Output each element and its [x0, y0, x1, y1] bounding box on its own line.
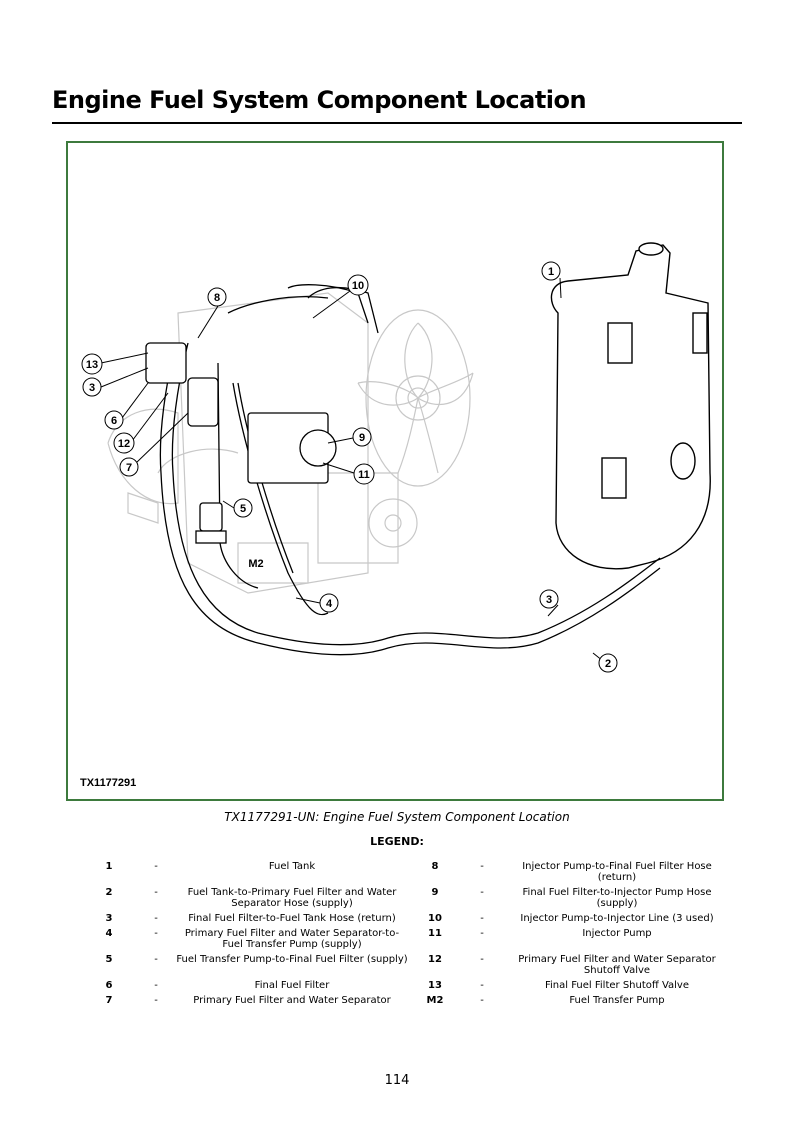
legend-description: Primary Fuel Filter and Water Separator-…	[184, 928, 400, 950]
svg-text:M2: M2	[248, 558, 263, 570]
legend-description: Fuel Tank	[268, 861, 316, 872]
figure-frame: 1 2 3 4 5	[66, 141, 724, 801]
legend-number: 8	[431, 861, 439, 872]
legend-dash: -	[154, 995, 158, 1006]
legend-dash: -	[154, 928, 158, 939]
svg-text:7: 7	[126, 462, 132, 474]
svg-text:1: 1	[548, 266, 554, 278]
legend-row: 1 - Fuel Tank 8 - Injector Pump-to-Final Fuel…	[82, 861, 732, 887]
callout-1: 1	[541, 261, 562, 299]
legend-row: 5 - Fuel Transfer Pump-to-Final Fuel Filte…	[82, 954, 732, 980]
legend-title: LEGEND:	[370, 835, 424, 848]
legend-dash: -	[480, 913, 484, 924]
callout-13: 13	[81, 352, 149, 375]
legend-dash: -	[154, 954, 158, 965]
callout-9: 9	[327, 427, 372, 447]
callout-5: 5	[222, 498, 253, 518]
fuel-tank-drawing	[550, 242, 711, 570]
figure-id-label: TX1177291	[80, 777, 137, 789]
legend-row: 2 - Fuel Tank-to-Primary Fuel Filter and W…	[82, 887, 732, 913]
legend-dash: -	[154, 861, 158, 872]
legend-dash: -	[480, 980, 484, 991]
legend-dash: -	[480, 995, 484, 1006]
svg-text:12: 12	[118, 438, 130, 450]
page-number: 114	[384, 1073, 410, 1088]
engine-fuel-system-illustration: 1 2 3 4 5	[81, 242, 711, 673]
svg-text:4: 4	[326, 598, 333, 610]
legend-number: 13	[428, 980, 442, 991]
legend-dash: -	[480, 887, 484, 898]
legend-number: 12	[428, 954, 442, 965]
callout-m2: M2	[248, 558, 263, 570]
legend-number: 4	[105, 928, 113, 939]
callout-6: 6	[104, 382, 149, 430]
legend-number: 7	[105, 995, 113, 1006]
page-title: Engine Fuel System Component Location	[52, 86, 587, 114]
svg-text:8: 8	[214, 292, 220, 304]
svg-text:3: 3	[546, 594, 552, 606]
legend-row: 4 - Primary Fuel Filter and Water Separato…	[82, 928, 732, 954]
svg-text:11: 11	[358, 469, 370, 481]
legend-body: 1 - Fuel Tank 8 - Injector Pump-to-Final Fuel…	[82, 861, 732, 1010]
legend-number: 11	[428, 928, 442, 939]
callout-11: 11	[322, 462, 375, 485]
legend-row: 3 - Final Fuel Filter-to-Fuel Tank Hose (r…	[82, 913, 732, 928]
legend-dash: -	[480, 954, 484, 965]
figure-caption: TX1177291-UN: Engine Fuel System Compone…	[224, 810, 570, 824]
legend-number: M2	[426, 995, 444, 1006]
legend-number: 3	[105, 913, 113, 924]
callout-3-left: 3	[82, 367, 149, 397]
filters-and-pump	[145, 342, 337, 544]
legend-row: 7 - Primary Fuel Filter and Water Separato…	[82, 995, 732, 1010]
legend-row: 6 - Final Fuel Filter 13 - Final Fuel Filter …	[82, 980, 732, 995]
legend-dash: -	[154, 887, 158, 898]
callout-8: 8	[197, 287, 227, 339]
legend-number: 1	[105, 861, 113, 872]
svg-text:3: 3	[89, 382, 95, 394]
legend-description: Final Fuel Filter-to-Injector Pump Hose …	[522, 887, 712, 909]
legend-description: Injector Pump	[582, 928, 652, 939]
callout-2: 2	[592, 652, 618, 673]
legend-number: 9	[431, 887, 439, 898]
legend-table: 1 - Fuel Tank 8 - Injector Pump-to-Final Fuel…	[82, 861, 732, 1010]
legend-dash: -	[480, 861, 484, 872]
legend-description: Primary Fuel Filter and Water Separator	[193, 995, 391, 1006]
legend-number: 10	[428, 913, 442, 924]
svg-text:13: 13	[86, 359, 98, 371]
svg-text:9: 9	[359, 432, 365, 444]
legend-description: Fuel Transfer Pump-to-Final Fuel Filter …	[176, 954, 408, 965]
callout-3: 3	[539, 589, 559, 617]
callout-12: 12	[113, 392, 169, 454]
legend-description: Primary Fuel Filter and Water Separator …	[518, 954, 716, 976]
legend-description: Fuel Transfer Pump	[569, 995, 665, 1006]
legend-dash: -	[154, 913, 158, 924]
svg-text:2: 2	[605, 658, 611, 670]
callout-10: 10	[312, 274, 369, 319]
legend-number: 6	[105, 980, 113, 991]
legend-number: 2	[105, 887, 113, 898]
legend-number: 5	[105, 954, 113, 965]
legend-description: Final Fuel Filter	[254, 980, 330, 991]
svg-text:5: 5	[240, 503, 246, 515]
callouts: 1 2 3 4 5	[81, 261, 618, 673]
legend-description: Final Fuel Filter-to-Fuel Tank Hose (ret…	[188, 913, 396, 924]
callout-4: 4	[295, 593, 339, 613]
svg-text:6: 6	[111, 415, 117, 427]
legend-dash: -	[154, 980, 158, 991]
legend-description: Injector Pump-to-Final Fuel Filter Hose …	[522, 861, 712, 883]
legend-description: Fuel Tank-to-Primary Fuel Filter and Wat…	[187, 887, 397, 909]
title-rule	[52, 122, 742, 124]
legend-dash: -	[480, 928, 484, 939]
callout-7: 7	[119, 412, 189, 477]
svg-text:10: 10	[352, 280, 364, 292]
legend-description: Injector Pump-to-Injector Line (3 used)	[520, 913, 714, 924]
legend-description: Final Fuel Filter Shutoff Valve	[545, 980, 689, 991]
